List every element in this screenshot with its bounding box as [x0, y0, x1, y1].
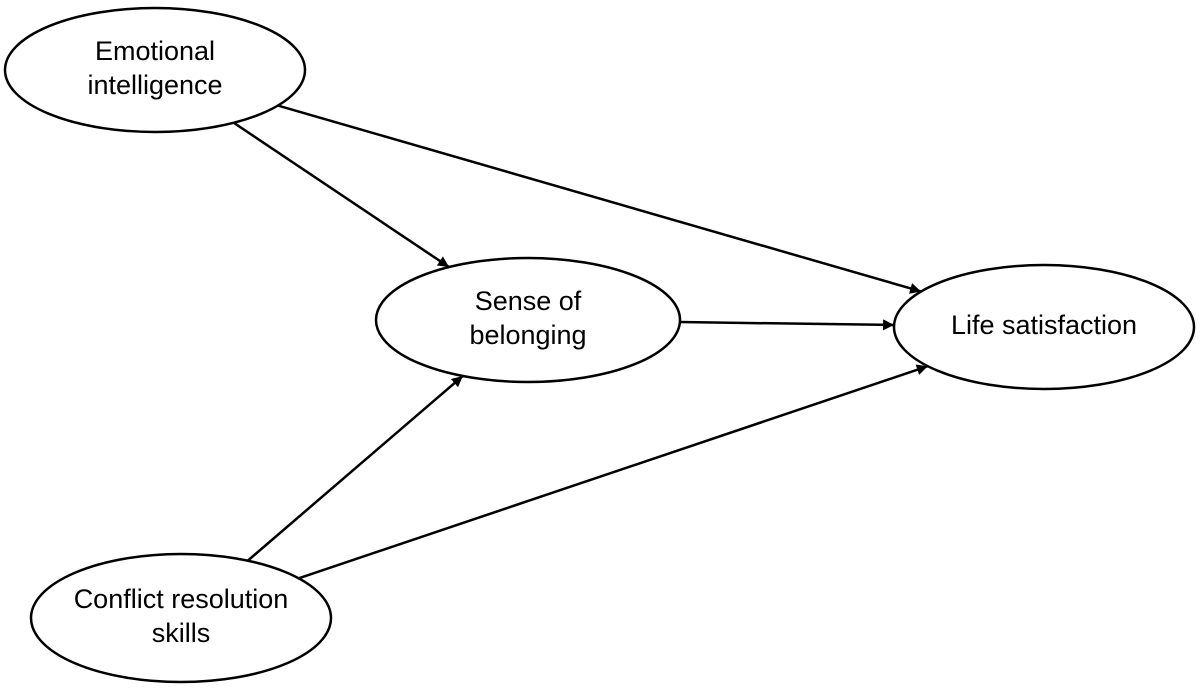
node-label: intelligence	[87, 70, 222, 100]
node-sense-of-belonging: Sense of belonging	[374, 256, 682, 384]
edge-crs-to-sob-arrow	[246, 375, 464, 562]
edge-sob-to-ls-arrow	[679, 319, 895, 331]
node-label: Sense of	[475, 286, 582, 316]
node-label: Life satisfaction	[951, 310, 1137, 340]
node-ellipse	[374, 256, 682, 384]
node-conflict-resolution-skills: Conflict resolution skills	[29, 552, 333, 684]
node-ellipse	[29, 552, 333, 684]
node-label: Emotional	[95, 36, 215, 66]
node-emotional-intelligence: Emotional intelligence	[3, 6, 307, 134]
node-label: belonging	[469, 320, 586, 350]
node-ellipse	[3, 6, 307, 134]
edge-crs-to-ls-arrow	[298, 364, 929, 580]
node-label: Conflict resolution	[74, 584, 289, 614]
edge-ei-to-ls-arrow	[277, 104, 922, 294]
node-label: skills	[152, 618, 211, 648]
edge-ei-to-sob-arrow	[233, 121, 450, 269]
edges-layer	[233, 104, 929, 580]
node-ellipse	[892, 263, 1196, 391]
node-life-satisfaction: Life satisfaction	[892, 263, 1196, 391]
